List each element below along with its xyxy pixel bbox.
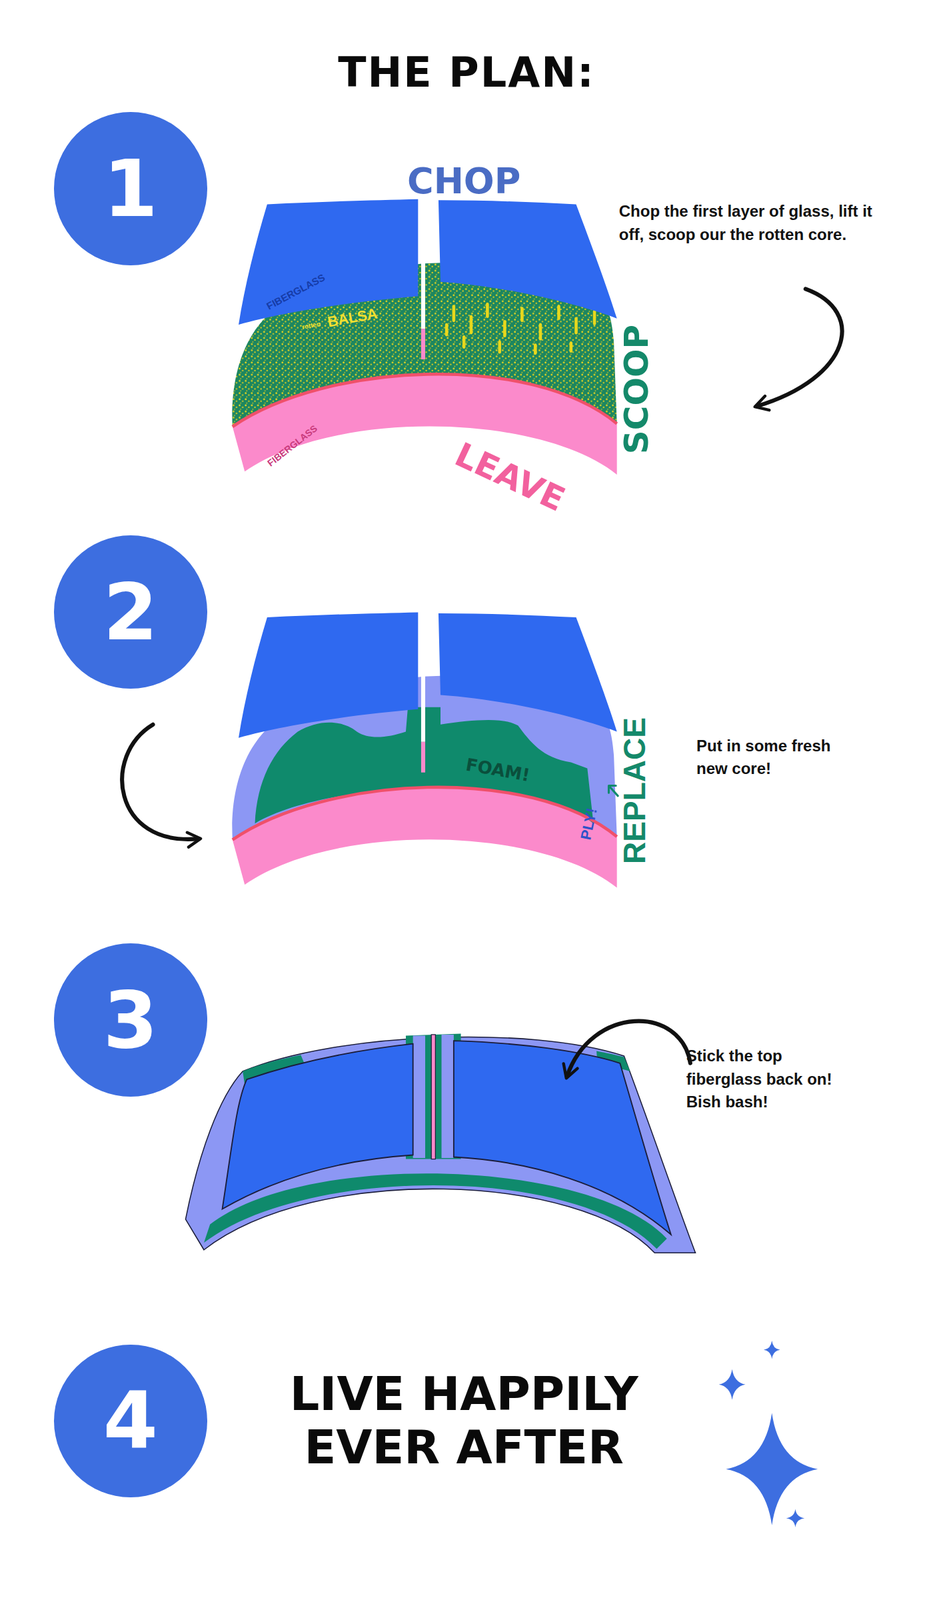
step-note: Chop the first layer of glass, lift it o…	[619, 199, 883, 247]
step-number: 2	[103, 572, 158, 652]
sparkles	[719, 1340, 818, 1527]
step-number: 4	[103, 1380, 158, 1460]
center-seam	[405, 1032, 462, 1159]
top-fiberglass-left	[238, 611, 418, 738]
cut-line	[421, 657, 426, 742]
action-word: SCOOP	[617, 324, 655, 454]
action-word: LEAVE	[449, 435, 570, 518]
page-title: THE PLAN:	[0, 47, 933, 97]
top-fiberglass-right	[453, 1040, 672, 1235]
step-circle: 3	[53, 942, 208, 1097]
step-number: 1	[103, 149, 158, 228]
top-fiberglass-left	[238, 199, 418, 325]
core-edge-line	[232, 373, 618, 427]
step-note: Stick the top fiberglass back on! Bish b…	[686, 1044, 854, 1114]
step-note: Put in some fresh new core!	[696, 734, 864, 782]
step-circle: 1	[53, 111, 208, 266]
step-circle: 4	[53, 1344, 208, 1498]
action-word: REPLACE	[617, 717, 652, 864]
balsa-grain	[446, 303, 595, 353]
step-number: 3	[103, 980, 158, 1059]
cut-line-lower	[421, 328, 426, 360]
step-three-assembly	[185, 1032, 696, 1253]
core-edge-line	[232, 787, 618, 840]
top-fiberglass-right	[438, 613, 618, 732]
cut-line-lower	[421, 741, 426, 773]
action-word: CHOP	[407, 161, 521, 202]
step-two-layers	[231, 611, 617, 888]
curved-arrow	[121, 724, 199, 840]
step-circle: 2	[53, 535, 208, 689]
step-one-layers	[231, 199, 617, 475]
small-pointer-arrow	[608, 785, 618, 796]
closing-line: LIVE HAPPILY EVER AFTER	[223, 1366, 704, 1475]
top-fiberglass-left	[222, 1043, 414, 1209]
curved-arrow	[567, 1020, 691, 1077]
sparkle-star	[786, 1508, 806, 1527]
top-fiberglass-right	[438, 199, 618, 318]
curved-arrow	[756, 288, 842, 406]
sparkle-star	[719, 1368, 746, 1400]
sparkle-star	[763, 1340, 780, 1359]
pink-seam	[431, 1034, 436, 1159]
sparkle-star	[725, 1412, 818, 1525]
cut-line	[421, 245, 426, 329]
